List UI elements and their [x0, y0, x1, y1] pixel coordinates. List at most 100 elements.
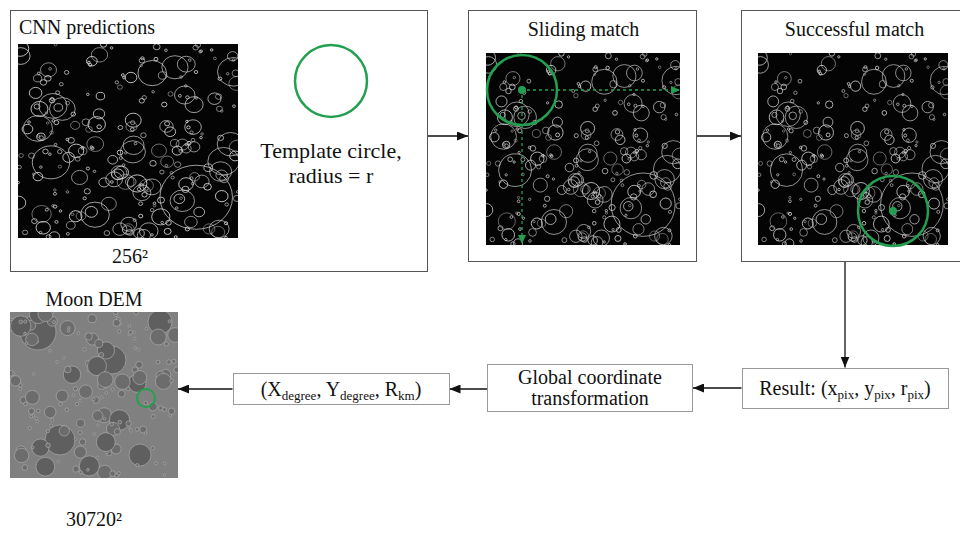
- node-label: 256²: [19, 245, 241, 268]
- located-crater: [137, 389, 155, 407]
- dem-crater: [28, 427, 31, 430]
- stage-panel: Successful match: [741, 10, 960, 262]
- dem-crater: [73, 466, 79, 472]
- dem-crater: [24, 320, 27, 323]
- dem-crater: [44, 406, 56, 418]
- process-box: Result: (xpix, ypix, rpix): [742, 368, 949, 409]
- process-box: Global coordinate transformation: [487, 364, 693, 412]
- success-image: [752, 50, 959, 248]
- dem-crater: [72, 394, 75, 397]
- template-circle: Template circle, radius = r: [241, 41, 421, 209]
- dem-crater: [31, 446, 34, 449]
- flow-arrow: [844, 262, 845, 368]
- stage-panel: Sliding match: [468, 10, 697, 262]
- dem-crater: [168, 320, 171, 323]
- node-label: 30720²: [10, 508, 178, 531]
- dem-crater: [83, 348, 86, 351]
- dem-crater: [59, 426, 69, 436]
- dem-crater: [25, 342, 28, 345]
- dem-crater: [79, 399, 82, 402]
- dem-crater: [25, 390, 39, 404]
- dem-crater: [28, 408, 34, 414]
- dem-crater: [118, 420, 122, 424]
- dem-crater: [63, 366, 80, 383]
- dem-crater: [155, 373, 171, 389]
- dem-crater: [164, 342, 168, 346]
- dem-crater: [19, 387, 22, 390]
- dem-crater: [115, 374, 130, 389]
- dem-crater: [36, 409, 40, 413]
- dem-crater: [62, 356, 65, 359]
- node-label: Sliding match: [469, 18, 698, 41]
- dem-crater: [79, 471, 82, 474]
- dem-crater: [135, 427, 139, 431]
- dem-crater: [151, 415, 155, 419]
- dem-crater: [78, 431, 82, 435]
- dem-crater: [45, 425, 75, 455]
- dem-crater: [56, 360, 59, 363]
- dem-crater: [10, 376, 20, 386]
- dem-crater: [74, 446, 86, 458]
- dem-crater: [118, 330, 121, 333]
- dem-crater: [76, 419, 84, 427]
- dem-crater: [163, 474, 166, 477]
- dem-crater: [60, 321, 75, 336]
- dem-crater: [97, 372, 113, 388]
- dem-crater: [88, 315, 96, 323]
- flow-arrow: [697, 135, 741, 136]
- dem-crater: [92, 411, 102, 421]
- dem-crater: [110, 422, 114, 426]
- dem-crater: [168, 328, 178, 343]
- dem-crater: [167, 360, 172, 365]
- dem-crater: [46, 443, 50, 447]
- node-label: (Xdegree, Ydegree, Rkm): [261, 378, 422, 401]
- dem-crater: [114, 429, 120, 435]
- dem-node: Moon DEM30720²: [10, 288, 178, 532]
- dem-crater: [105, 392, 108, 395]
- dem-crater: [133, 371, 147, 385]
- dem-crater: [96, 433, 115, 452]
- dem-crater: [79, 385, 92, 398]
- dem-crater: [26, 333, 39, 346]
- dem-crater: [93, 433, 96, 436]
- dem-crater: [163, 462, 166, 465]
- dem-crater: [57, 460, 60, 463]
- flow-arrow: [178, 388, 233, 389]
- dem-crater: [168, 408, 175, 415]
- slide-arrow: [527, 89, 679, 90]
- dem-crater: [170, 379, 173, 382]
- dem-crater: [85, 333, 92, 340]
- dem-crater: [74, 438, 77, 441]
- dem-crater: [53, 321, 56, 324]
- dem-crater: [52, 312, 55, 313]
- dem-crater: [129, 429, 132, 432]
- dem-crater: [10, 316, 30, 336]
- dem-crater: [32, 439, 49, 456]
- success-overlay: [858, 176, 928, 246]
- dem-crater: [129, 330, 133, 334]
- node-label: CNN predictions: [19, 16, 279, 39]
- template-circle-outline: [295, 45, 367, 117]
- sliding-image: [480, 50, 691, 248]
- dem-crater: [150, 329, 166, 345]
- dem-crater: [145, 327, 148, 330]
- dem-crater: [103, 418, 106, 421]
- dem-crater: [75, 402, 78, 405]
- dem-crater: [36, 457, 55, 476]
- node-label: Result: (xpix, ypix, rpix): [759, 377, 931, 400]
- dem-crater: [24, 402, 28, 406]
- dem-crater: [36, 420, 39, 423]
- dem-crater: [144, 432, 147, 435]
- dem-crater: [172, 359, 176, 363]
- dem-crater: [154, 462, 157, 465]
- dem-crater: [151, 446, 155, 450]
- node-label: Global coordinate transformation: [496, 367, 684, 409]
- dem-crater: [144, 401, 148, 405]
- dem-crater: [73, 387, 77, 391]
- dem-crater: [64, 366, 71, 373]
- dem-crater: [68, 327, 71, 330]
- dem-crater: [117, 472, 120, 475]
- dem-crater: [115, 314, 118, 317]
